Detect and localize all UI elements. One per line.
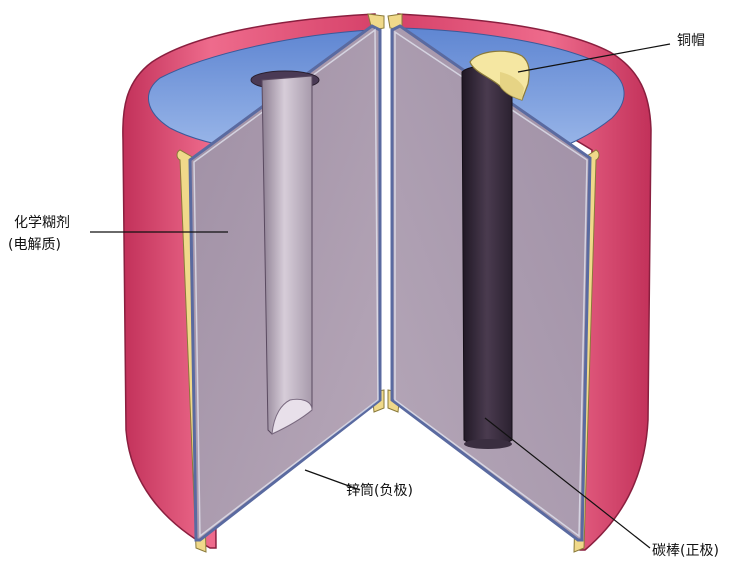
- label-electrolyte: (电解质): [8, 236, 61, 254]
- label-carbon-rod: 碳棒(正极): [652, 542, 719, 560]
- label-zinc-can: 锌筒(负极): [346, 482, 413, 500]
- zinc-rod-body: [262, 76, 312, 434]
- label-copper-cap: 铜帽: [677, 32, 705, 50]
- label-chemical-paste: 化学糊剂: [14, 214, 70, 232]
- carbon-rod-body: [462, 66, 512, 446]
